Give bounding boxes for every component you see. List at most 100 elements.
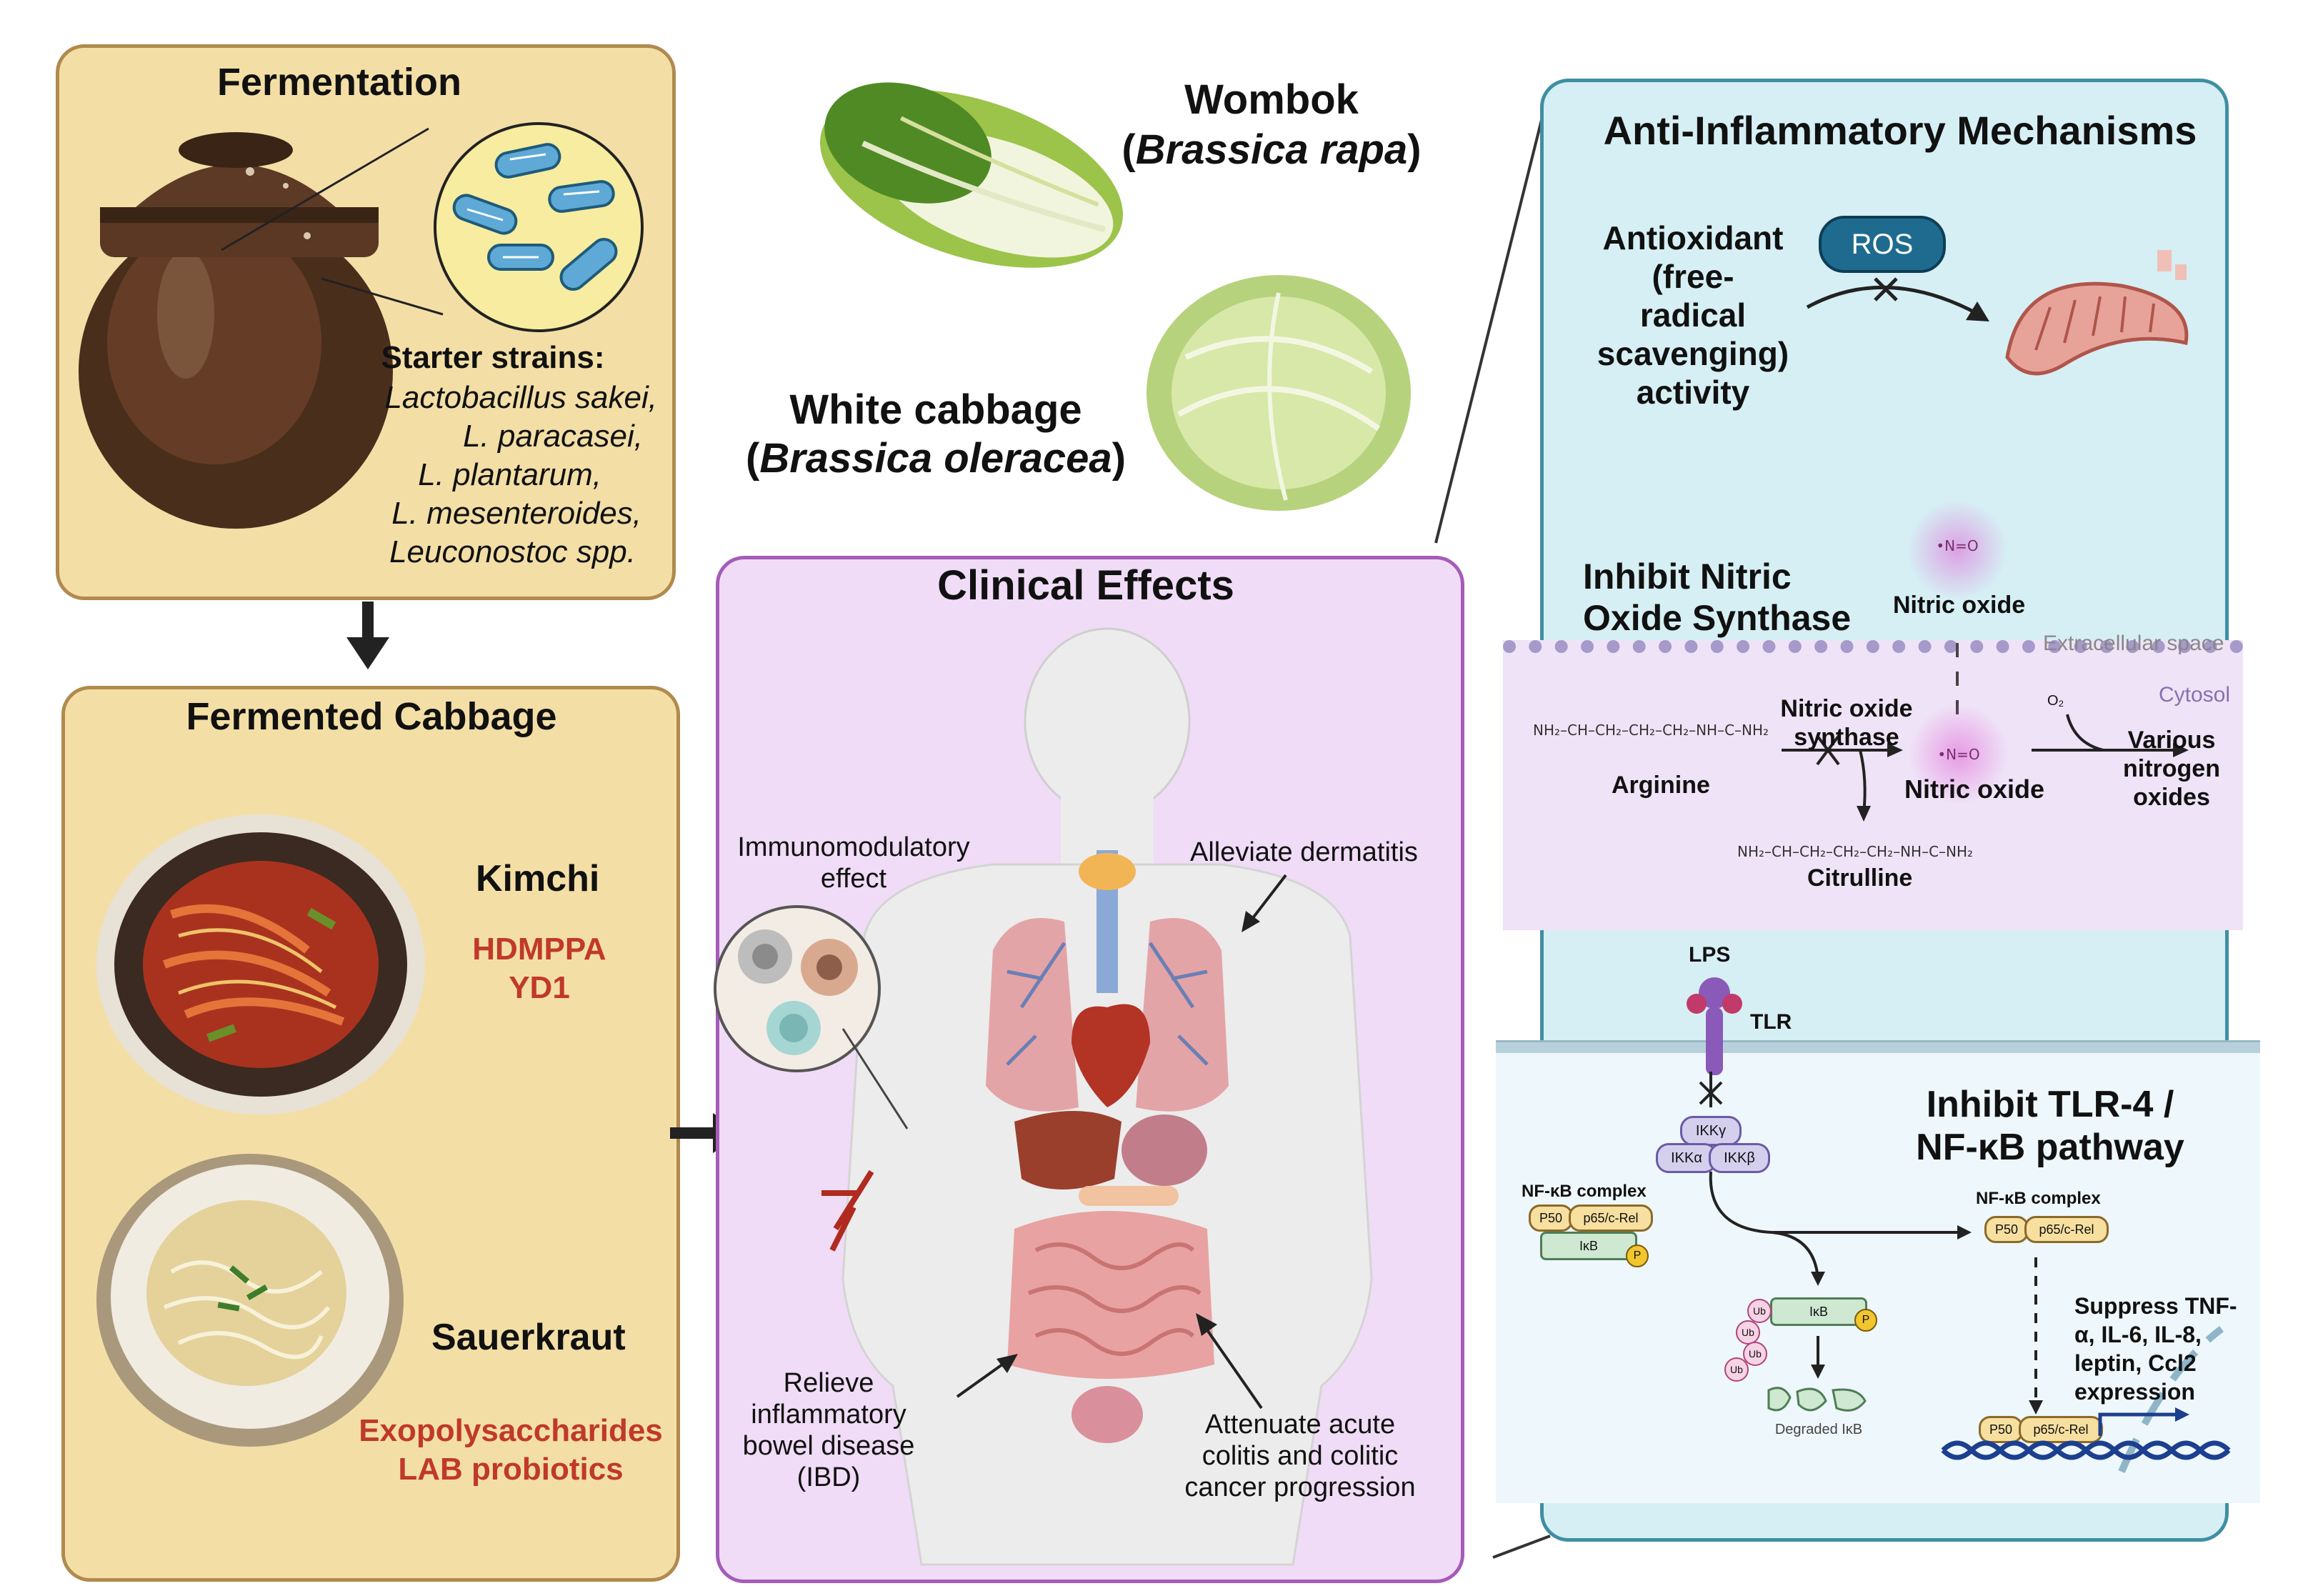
no-glow-top — [1907, 500, 2007, 600]
kimchi-bowl-image — [96, 814, 425, 1114]
nos-enzyme-label: Nitric oxide synthase — [1757, 694, 1936, 752]
colitis-line: colitis and colitic — [1202, 1441, 1399, 1471]
ros-badge: ROS — [1819, 216, 1946, 273]
p-badge-ub: P — [1854, 1309, 1877, 1332]
nfkb-complex-right-label: NF-κB complex — [1976, 1189, 2101, 1208]
antioxidant-line: scavenging) — [1597, 335, 1789, 372]
white-cabbage-name: White cabbage — [789, 386, 1082, 433]
antioxidant-line: radical — [1639, 296, 1747, 334]
nos-title: Inhibit Nitric Oxide Synthase — [1583, 556, 1851, 639]
sauerkraut-bowl-image — [96, 1154, 404, 1447]
connector-lines — [1434, 114, 1551, 1559]
suppress-label: Suppress TNF- α, IL-6, IL-8, leptin, Ccl… — [2074, 1292, 2237, 1406]
sauerkraut-label: Sauerkraut — [431, 1317, 626, 1358]
ibd-line: (IBD) — [796, 1462, 861, 1492]
p65-right: p65/c-Rel — [2024, 1216, 2109, 1243]
immunomodulatory-label: Immunomodulatory effect — [721, 832, 986, 894]
wombok-latin: (Brassica rapa) — [1121, 126, 1422, 173]
colitis-label: Attenuate acute colitis and colitic canc… — [1157, 1409, 1443, 1503]
bacteria-circle-icon — [434, 122, 644, 332]
no-symbol-mid: •N=O — [1937, 746, 1980, 763]
tlr-receptor-icon — [1687, 977, 1742, 1075]
ub-badge: Ub — [1743, 1342, 1767, 1366]
ub-badge: Ub — [1747, 1299, 1772, 1323]
ub-badge: Ub — [1736, 1320, 1760, 1345]
ibd-line: Relieve — [783, 1368, 874, 1398]
p65-left: p65/c-Rel — [1569, 1205, 1653, 1232]
citrulline-label: Citrulline — [1807, 864, 1913, 892]
wombok-image — [820, 82, 1123, 268]
nitric-oxide-top-label: Nitric oxide — [1893, 592, 2026, 619]
suppress-line: Suppress TNF- — [2074, 1293, 2237, 1319]
various-line: oxides — [2133, 784, 2210, 811]
o2-label: O₂ — [2047, 693, 2064, 709]
wombok-latin-text: Brassica rapa — [1135, 126, 1408, 173]
suppress-line: expression — [2074, 1379, 2195, 1405]
sauerkraut-compound: LAB probiotics — [398, 1452, 624, 1487]
mechanisms-title: Anti-Inflammatory Mechanisms — [1603, 108, 2197, 153]
ikb-left: IκB — [1540, 1232, 1637, 1260]
fermentation-crock-illustration — [79, 132, 393, 529]
clinical-effects-title: Clinical Effects — [937, 562, 1234, 609]
ibd-label: Relieve inflammatory bowel disease (IBD) — [721, 1367, 936, 1493]
ibd-arrow — [956, 1354, 1018, 1398]
ub-badge: Ub — [1724, 1357, 1749, 1382]
colitis-arrow — [1196, 1313, 1263, 1410]
kimchi-label: Kimchi — [476, 858, 600, 899]
strain-item: L. plantarum, — [418, 457, 601, 492]
tlr-cytoplasm — [1496, 1053, 2260, 1503]
ikb-ub: IκB — [1770, 1297, 1867, 1326]
cytosol-label: Cytosol — [2159, 683, 2231, 707]
immuno-line: Immunomodulatory — [737, 832, 970, 862]
antioxidant-line: activity — [1636, 374, 1750, 411]
white-cabbage-image — [1146, 275, 1411, 511]
tlr-signal-lines — [1699, 1072, 2224, 1473]
various-line: nitrogen — [2123, 755, 2220, 782]
starter-strains-title: Starter strains: — [381, 340, 605, 375]
ibd-line: bowel disease — [742, 1431, 915, 1461]
dermatitis-arrow — [1242, 874, 1287, 932]
kimchi-compound: YD1 — [509, 970, 570, 1005]
tlr-title-line: Inhibit TLR-4 / — [1926, 1084, 2174, 1125]
fermented-cabbage-title: Fermented Cabbage — [186, 695, 557, 738]
nfkb-complex-left-label: NF-κB complex — [1522, 1182, 1647, 1201]
nos-title-line: Inhibit Nitric — [1583, 557, 1792, 597]
down-arrow — [346, 602, 389, 669]
mitochondrion-icon — [2005, 250, 2189, 376]
ikk-alpha: IKKα — [1656, 1143, 1717, 1173]
various-line: Various — [2127, 727, 2216, 754]
ros-arrow — [1806, 277, 1989, 321]
colitis-line: Attenuate acute — [1204, 1410, 1396, 1440]
dermatitis-label: Alleviate dermatitis — [1190, 837, 1418, 867]
strain-item: L. paracasei, — [463, 419, 643, 454]
various-nitrogen-label: Various nitrogen oxides — [2107, 726, 2236, 812]
strain-item: Lactobacillus sakei, — [384, 380, 657, 415]
strain-item: Leuconostoc spp. — [389, 534, 636, 569]
p-badge-left: P — [1626, 1245, 1649, 1267]
tlr-title-line: NF-κB pathway — [1916, 1127, 2184, 1168]
nos-membrane-box — [1503, 640, 2243, 930]
kimchi-compound: HDMPPA — [472, 932, 606, 967]
white-cabbage-latin-text: Brassica oleracea — [759, 435, 1112, 482]
immuno-line: effect — [820, 864, 887, 894]
antioxidant-line: (free- — [1652, 258, 1734, 295]
immune-cells-circle-icon — [714, 905, 881, 1072]
nos-enzyme-line: synthase — [1794, 724, 1899, 751]
tlr-label: TLR — [1750, 1010, 1792, 1034]
sauerkraut-compound: Exopolysaccharides — [359, 1413, 663, 1448]
nos-enzyme-line: Nitric oxide — [1780, 695, 1913, 722]
nitric-oxide-mid-label: Nitric oxide — [1904, 774, 2045, 804]
extracellular-label: Extracellular space — [2043, 632, 2224, 655]
nos-title-line: Oxide Synthase — [1583, 598, 1852, 638]
p50-dna: P50 — [1979, 1416, 2023, 1443]
p65-dna: p65/c-Rel — [2019, 1416, 2103, 1443]
wombok-name: Wombok — [1184, 76, 1359, 123]
dna-helix-icon — [1941, 1407, 2231, 1460]
antioxidant-line: Antioxidant — [1602, 219, 1784, 256]
citrulline-structure: NH₂–CH–CH₂–CH₂–CH₂–NH–C–NH₂ — [1737, 843, 1974, 860]
sauerkraut-compounds: Exopolysaccharides LAB probiotics — [350, 1412, 671, 1489]
white-cabbage-latin: (Brassica oleracea) — [745, 435, 1126, 482]
lps-label: LPS — [1689, 943, 1731, 967]
arginine-structure: NH₂–CH–CH₂–CH₂–CH₂–NH–C–NH₂ — [1533, 722, 1769, 739]
ikk-beta: IKKβ — [1709, 1143, 1770, 1173]
